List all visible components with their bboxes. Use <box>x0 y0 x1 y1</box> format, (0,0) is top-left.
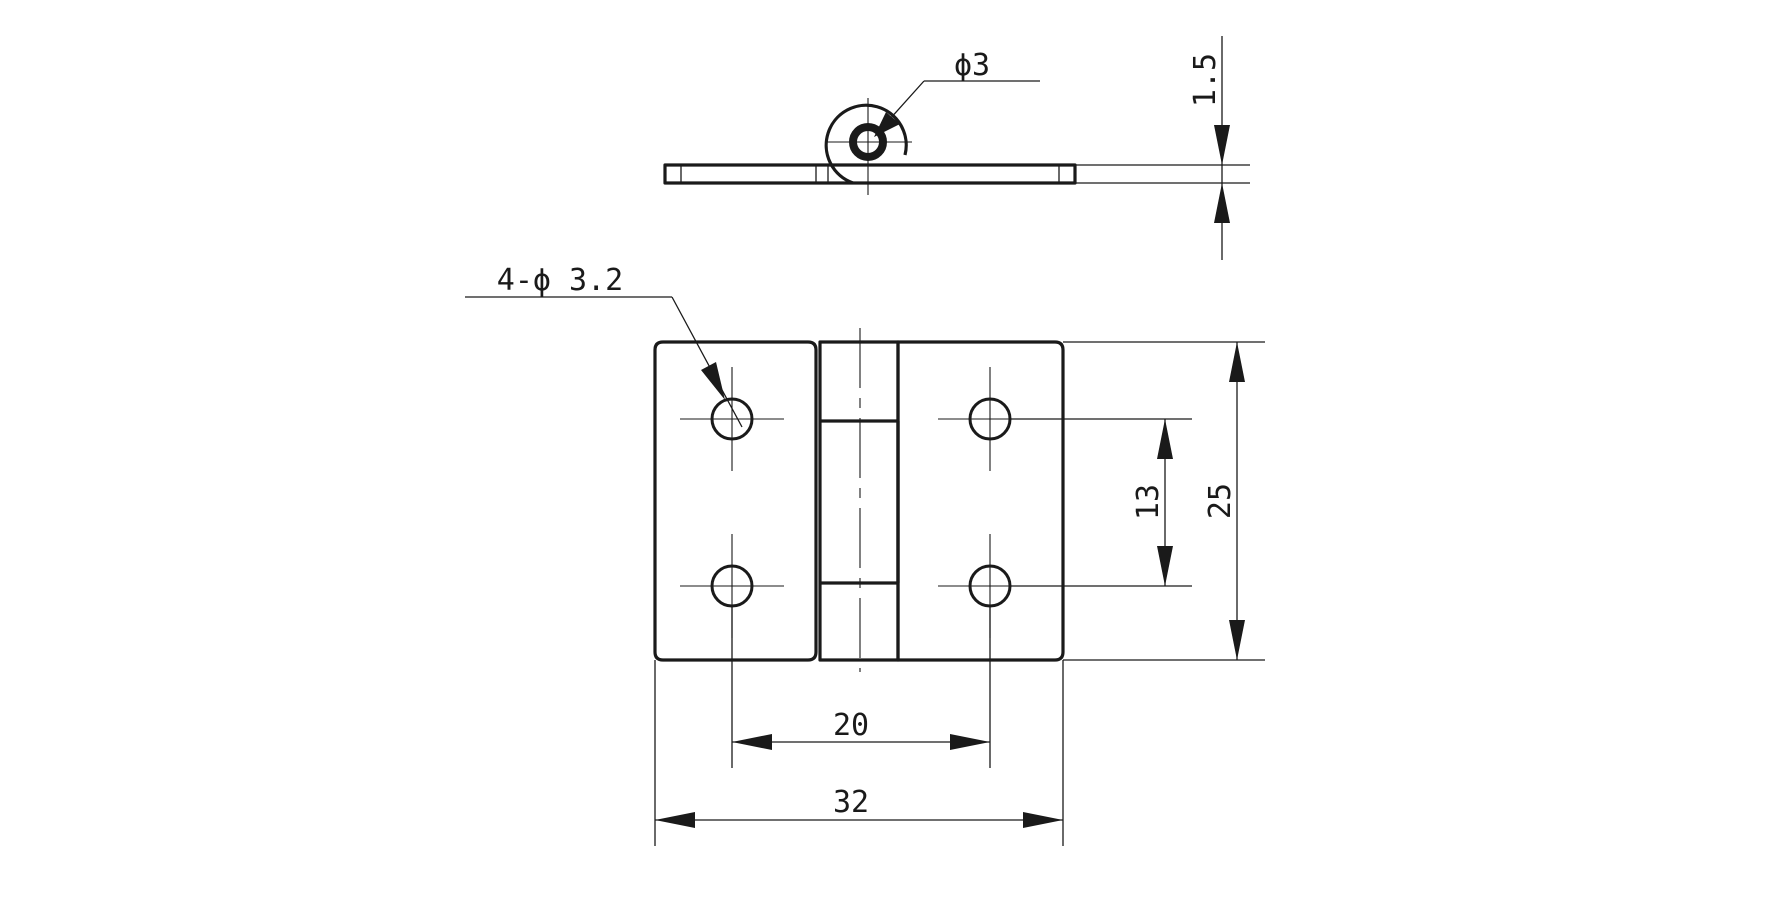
hole-horizontal-spacing-dimension: 20 <box>731 606 991 768</box>
top-view-leaf-plate <box>663 163 1077 185</box>
hole-callout: 4-ϕ 3.2 <box>465 263 743 428</box>
top-view-knuckle-outer <box>824 103 908 185</box>
overall-height-dimension: 25 <box>1063 341 1265 661</box>
hole-vertical-spacing-label: 13 <box>1131 484 1166 520</box>
leaf-thickness-label: 1.5 <box>1188 53 1223 107</box>
leaf-thickness-dimension: 1.5 <box>1075 36 1250 260</box>
hole-callout-label: 4-ϕ 3.2 <box>497 263 623 298</box>
front-view: 4-ϕ 3.2 13 25 20 <box>465 263 1265 846</box>
pin-diameter-callout: ϕ3 <box>874 48 1040 137</box>
overall-width-label: 32 <box>833 785 869 820</box>
left-leaf-outline <box>653 340 818 662</box>
knuckle-strip <box>818 340 900 662</box>
pin-diameter-label: ϕ3 <box>954 48 990 83</box>
right-leaf-outline <box>896 340 1065 662</box>
mounting-holes <box>680 367 1042 638</box>
hole-vertical-spacing-dimension: 13 <box>1010 418 1192 587</box>
overall-height-label: 25 <box>1203 483 1238 519</box>
hole-horizontal-spacing-label: 20 <box>833 708 869 743</box>
top-view: ϕ3 1.5 <box>663 36 1250 260</box>
overall-width-dimension: 32 <box>654 660 1064 846</box>
